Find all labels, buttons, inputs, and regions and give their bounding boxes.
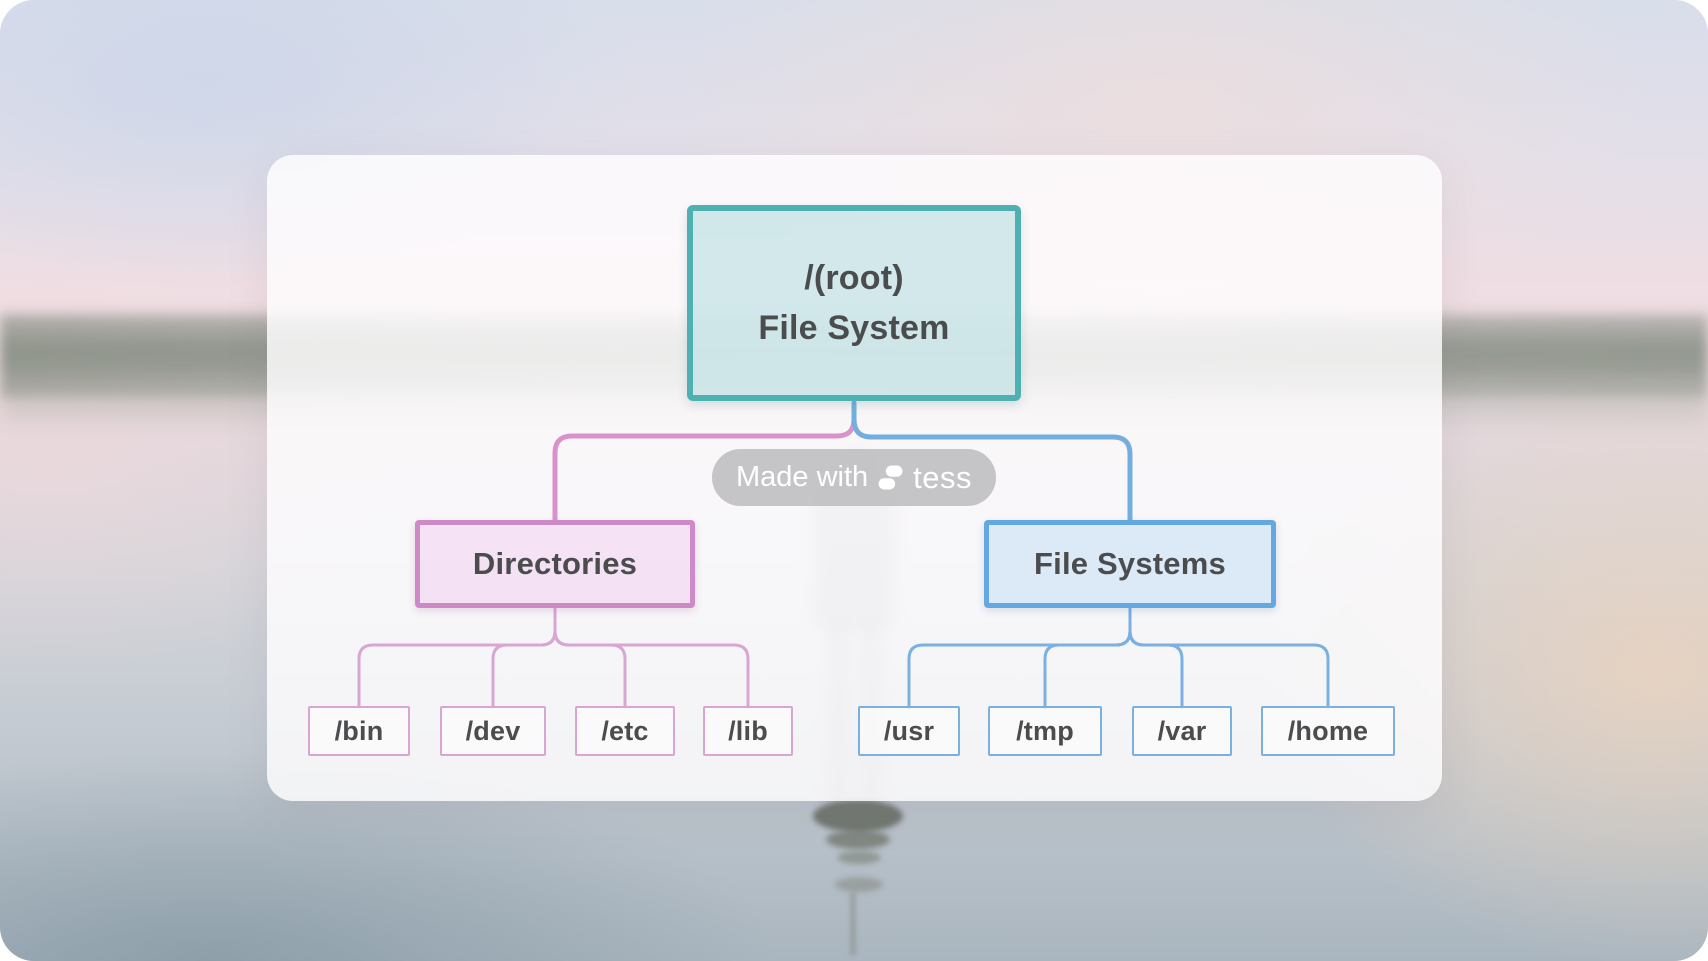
node-lib-label: /lib	[728, 715, 768, 746]
node-dev-label: /dev	[465, 715, 521, 746]
reflection-ripple	[826, 830, 890, 849]
node-root-line2: File System	[758, 309, 950, 347]
node-directories: Directories	[415, 520, 695, 608]
tess-logo-icon	[877, 464, 904, 491]
node-etc: /etc	[575, 706, 675, 756]
node-directories-label: Directories	[472, 546, 638, 581]
node-root-line1: /(root)	[804, 259, 904, 297]
node-usr: /usr	[858, 706, 960, 756]
node-file-systems: File Systems	[984, 520, 1276, 608]
node-var-label: /var	[1157, 715, 1207, 746]
made-with-label: Made with	[735, 461, 869, 493]
node-home-label: /home	[1287, 715, 1369, 746]
node-bin: /bin	[308, 706, 410, 756]
node-etc-label: /etc	[601, 715, 649, 746]
node-file-systems-label: File Systems	[1034, 546, 1226, 581]
reflection-ripple	[835, 877, 883, 892]
node-usr-label: /usr	[883, 715, 935, 746]
node-dev: /dev	[440, 706, 546, 756]
made-with-tess-badge[interactable]: Made with tess	[712, 449, 996, 506]
node-home: /home	[1261, 706, 1395, 756]
reflection-ripple	[850, 892, 856, 956]
node-tmp: /tmp	[988, 706, 1102, 756]
reflection-ripple	[813, 800, 903, 832]
node-tmp-label: /tmp	[1016, 715, 1074, 746]
node-lib: /lib	[703, 706, 793, 756]
tess-brand-label: tess	[913, 459, 973, 495]
reflection-ripple	[837, 851, 881, 864]
node-root-file-system: /(root) File System	[687, 205, 1021, 401]
node-var: /var	[1132, 706, 1232, 756]
node-bin-label: /bin	[334, 715, 384, 746]
